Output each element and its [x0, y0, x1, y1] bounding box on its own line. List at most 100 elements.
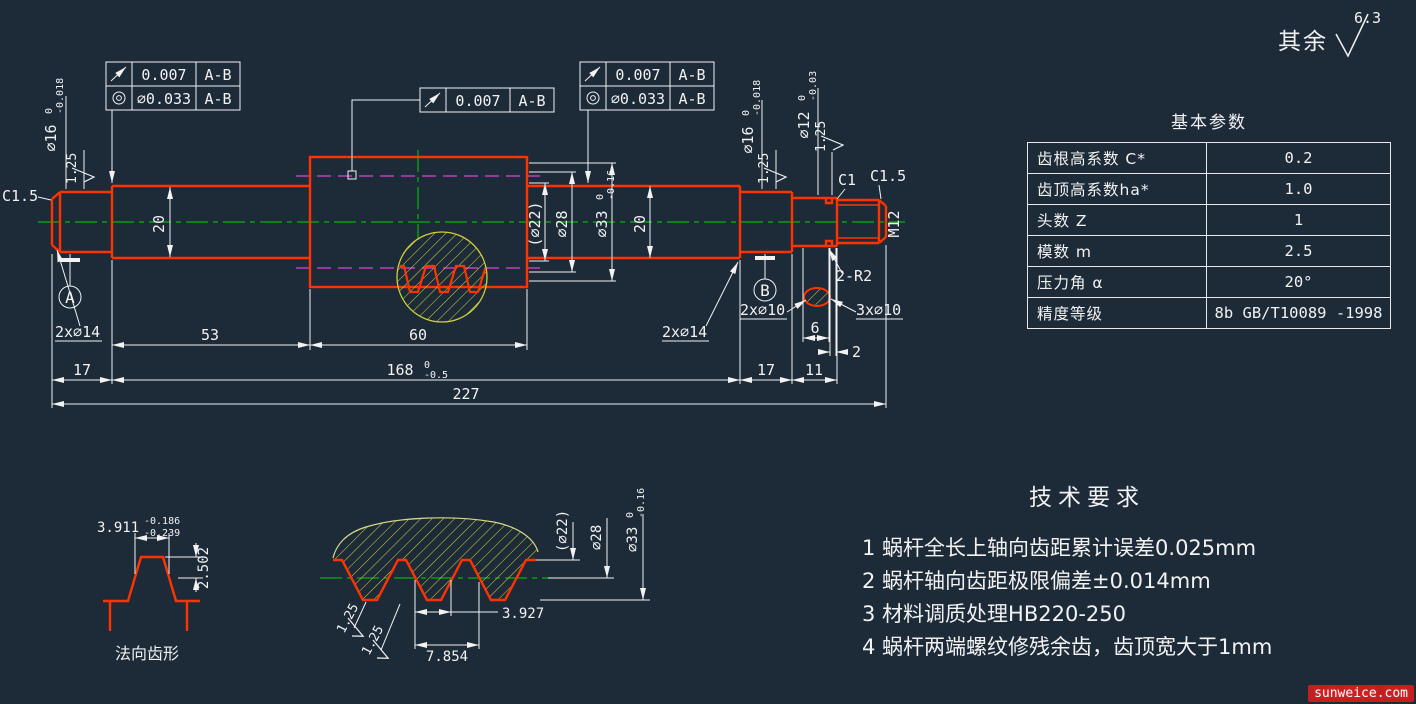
cross-hole-section [803, 287, 831, 307]
diameter-dimensions: 20 (⌀22) ⌀28 ⌀33 0 -0.16 20 ⌀16 0 -0.018… [42, 71, 903, 282]
dim-m12: M12 [885, 210, 903, 237]
param-value: 20° [1206, 266, 1391, 298]
center-holes-left: 2x⌀14 [55, 323, 100, 341]
chamfer-c15-left: C1.5 [2, 187, 38, 205]
break-line [332, 517, 539, 559]
datum-b-label: B [760, 281, 770, 300]
dim-d16-left: ⌀16 [42, 124, 60, 151]
dim-17-left: 17 [73, 361, 91, 379]
detail-d33-upper: 0 [625, 512, 636, 518]
roughness-symbol: 6.3 [1335, 9, 1381, 58]
dim-d33-upper: 0 [595, 194, 606, 200]
roughness-check-icon [763, 167, 788, 183]
param-label: 压力角 α [1027, 266, 1207, 298]
roughness-marks: 1.25 1.25 1.25 [65, 121, 845, 184]
dim-2: 2 [852, 343, 861, 361]
roughness-check-icon [820, 135, 845, 151]
param-label: 齿根高系数 C* [1027, 142, 1207, 174]
chamfer-c15-right: C1.5 [870, 167, 906, 185]
tech-requirements-title: 技术要求 [1029, 485, 1145, 511]
concentricity-icon [112, 91, 126, 105]
dim-d16-right-lower: -0.018 [752, 80, 763, 116]
dim-d22: (⌀22) [526, 201, 544, 246]
gdt-datum: A-B [204, 66, 231, 84]
tooth-profile-label: 法向齿形 [115, 644, 179, 663]
roughness-check-icon [347, 617, 365, 637]
gdt-value: 0.007 [615, 66, 660, 84]
tech-requirement-item: 2 蜗杆轴向齿距极限偏差±0.014mm [862, 569, 1211, 593]
roughness-value: 1.25 [757, 153, 772, 184]
watermark: sunweice.com [1308, 685, 1414, 702]
gdt-datum: A-B [678, 90, 705, 108]
dim-d12-upper: 0 [797, 95, 808, 101]
roughness-check-icon [372, 639, 390, 659]
dim-d16-right-upper: 0 [741, 110, 752, 116]
dim-168-upper: 0 [424, 360, 430, 371]
half-pitch-dim: 3.927 [502, 606, 544, 622]
datum-a-label: A [65, 288, 75, 307]
surface-finish-note: 其余 6.3 [1278, 8, 1408, 58]
param-value: 0.2 [1206, 142, 1391, 174]
table-row: 齿根高系数 C* 0.2 [1027, 142, 1391, 174]
dim-d16-left-lower: -0.018 [55, 78, 66, 114]
pitch-dim: 7.854 [426, 649, 468, 665]
circular-runout-icon [424, 92, 441, 108]
dim-6: 6 [810, 319, 819, 337]
param-value: 1 [1206, 204, 1391, 236]
dim-53: 53 [201, 326, 219, 344]
gdt-value: 0.007 [455, 92, 500, 110]
dim-11: 11 [805, 361, 823, 379]
dim-d16-left-upper: 0 [44, 108, 55, 114]
gdt-frames: 0.007 A-B ⌀0.033 A-B 0.007 A-B 0.007 A-B… [105, 61, 715, 183]
thread-profile [333, 558, 536, 602]
dim-d12-lower: -0.03 [808, 71, 819, 101]
thread-detail-hatch [333, 517, 538, 600]
worm-thread-detail: (⌀22) ⌀28 ⌀33 0 -0.16 3.927 7.854 1.25 1… [332, 488, 650, 665]
dim-d33: ⌀33 [593, 210, 611, 237]
tech-requirement-item: 3 材料调质处理HB220-250 [862, 602, 1126, 626]
length-dimensions: 53 60 6 2 17 168 0 -0.5 17 11 227 [51, 245, 887, 408]
tooth-addendum: 2.502 [196, 547, 212, 589]
gdt-value: ⌀0.033 [137, 90, 191, 108]
dim-dia20-right: 20 [631, 215, 649, 233]
param-value: 8b GB/T10089 -1998 [1206, 297, 1391, 329]
roughness-value: 1.25 [65, 153, 80, 184]
holes-2x10: 2x⌀10 [740, 301, 785, 319]
surface-note-prefix: 其余 [1278, 29, 1328, 55]
table-row: 模数 m 2.5 [1027, 235, 1391, 267]
roughness-check-icon [71, 167, 96, 183]
detail-d28: ⌀28 [589, 525, 605, 550]
technical-requirements: 技术要求 1 蜗杆全长上轴向齿距累计误差0.025mm 2 蜗杆轴向齿距极限偏差… [862, 478, 1407, 664]
tooth-thickness-upper: -0.186 [144, 516, 180, 527]
gdt-datum: A-B [518, 92, 545, 110]
param-label: 头数 Z [1027, 204, 1207, 236]
worm-breakout-section [396, 231, 488, 323]
groove-2r2: 2-R2 [836, 267, 872, 285]
gdt-value: 0.007 [141, 66, 186, 84]
detail-d33-lower: -0.16 [636, 488, 647, 518]
gdt-value: ⌀0.033 [611, 90, 665, 108]
tooth-thickness-lower: -0.239 [144, 528, 180, 539]
param-value: 1.0 [1206, 173, 1391, 205]
tech-requirement-item: 4 蜗杆两端螺纹修残余齿，齿顶宽大于1mm [862, 635, 1273, 659]
param-label: 模数 m [1027, 235, 1207, 267]
parameters-table: 基本参数 齿根高系数 C* 0.2 齿顶高系数ha* 1.0 头数 Z 1 模数… [1027, 108, 1391, 329]
gdt-datum: A-B [678, 66, 705, 84]
dim-168: 168 [386, 361, 413, 379]
detail-d22: (⌀22) [555, 510, 571, 552]
center-holes-right: 2x⌀14 [662, 323, 707, 341]
param-value: 2.5 [1206, 235, 1391, 267]
gdt-target-square [347, 170, 357, 180]
parameters-grid: 齿根高系数 C* 0.2 齿顶高系数ha* 1.0 头数 Z 1 模数 m 2.… [1027, 142, 1391, 329]
dim-d12: ⌀12 [795, 111, 813, 138]
gdt-datum: A-B [204, 90, 231, 108]
parameters-table-title: 基本参数 [1171, 113, 1247, 133]
circular-runout-icon [584, 66, 601, 82]
table-row: 头数 Z 1 [1027, 204, 1391, 236]
leader-labels: C1.5 2x⌀14 2x⌀14 2x⌀10 3x⌀10 2-R2 C1 C1.… [2, 167, 906, 342]
dim-17-right: 17 [757, 361, 775, 379]
circular-runout-icon [110, 66, 127, 82]
table-row: 精度等级 8b GB/T10089 -1998 [1027, 297, 1391, 329]
